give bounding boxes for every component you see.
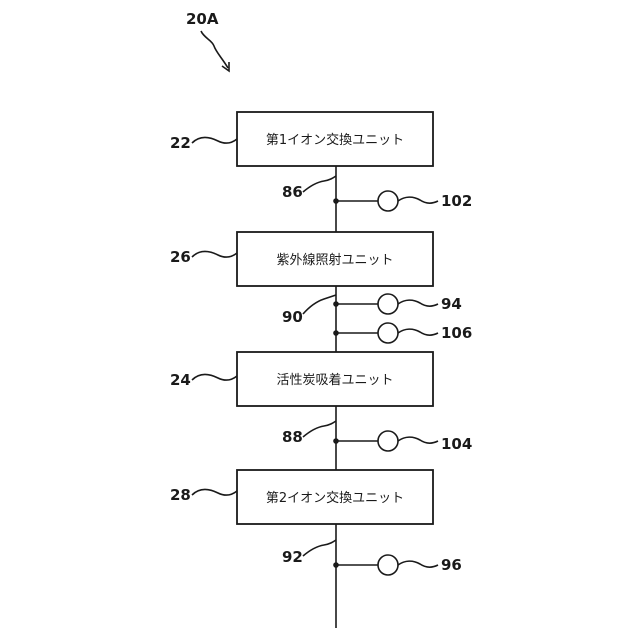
unit-ref: 28 <box>170 486 191 504</box>
leader-line <box>303 295 336 314</box>
unit-activated-carbon: 活性炭吸着ユニット <box>237 352 433 406</box>
leader-line <box>192 490 237 496</box>
pipe-ref: 86 <box>282 183 303 201</box>
sensor-ref: 106 <box>441 324 472 342</box>
unit-label: 活性炭吸着ユニット <box>276 372 393 388</box>
unit-ref: 26 <box>170 248 191 266</box>
unit-ref: 24 <box>170 371 191 389</box>
sensor-circle <box>378 191 398 211</box>
pipe-ref: 92 <box>282 548 303 566</box>
leader-line <box>398 300 438 306</box>
figure-pointer-arrow <box>201 31 229 71</box>
leader-line <box>398 329 438 335</box>
leader-line <box>303 176 336 192</box>
sensor-circle <box>378 323 398 343</box>
leader-line <box>303 421 336 437</box>
leader-line <box>398 561 438 567</box>
sensor-circle <box>378 431 398 451</box>
unit-first-ion-exchange: 第1イオン交換ユニット <box>237 112 433 166</box>
pipe-ref: 90 <box>282 308 303 326</box>
sensor-ref: 104 <box>441 435 472 453</box>
pipe-ref: 88 <box>282 428 303 446</box>
sensor-ref: 94 <box>441 295 462 313</box>
unit-second-ion-exchange: 第2イオン交換ユニット <box>237 470 433 524</box>
unit-label: 第1イオン交換ユニット <box>266 132 404 148</box>
unit-label: 第2イオン交換ユニット <box>266 490 404 506</box>
leader-line <box>398 197 438 203</box>
unit-ref: 22 <box>170 134 191 152</box>
leader-line <box>398 437 438 443</box>
sensor-ref: 96 <box>441 556 462 574</box>
leader-line <box>303 540 336 556</box>
leader-line <box>192 252 237 258</box>
leader-line <box>192 375 237 381</box>
unit-label: 紫外線照射ユニット <box>276 252 393 268</box>
sensor-ref: 102 <box>441 192 472 210</box>
unit-uv-irradiation: 紫外線照射ユニット <box>237 232 433 286</box>
leader-line <box>192 138 237 144</box>
sensor-circle <box>378 294 398 314</box>
sensor-circle <box>378 555 398 575</box>
figure-label: 20A <box>186 10 219 28</box>
